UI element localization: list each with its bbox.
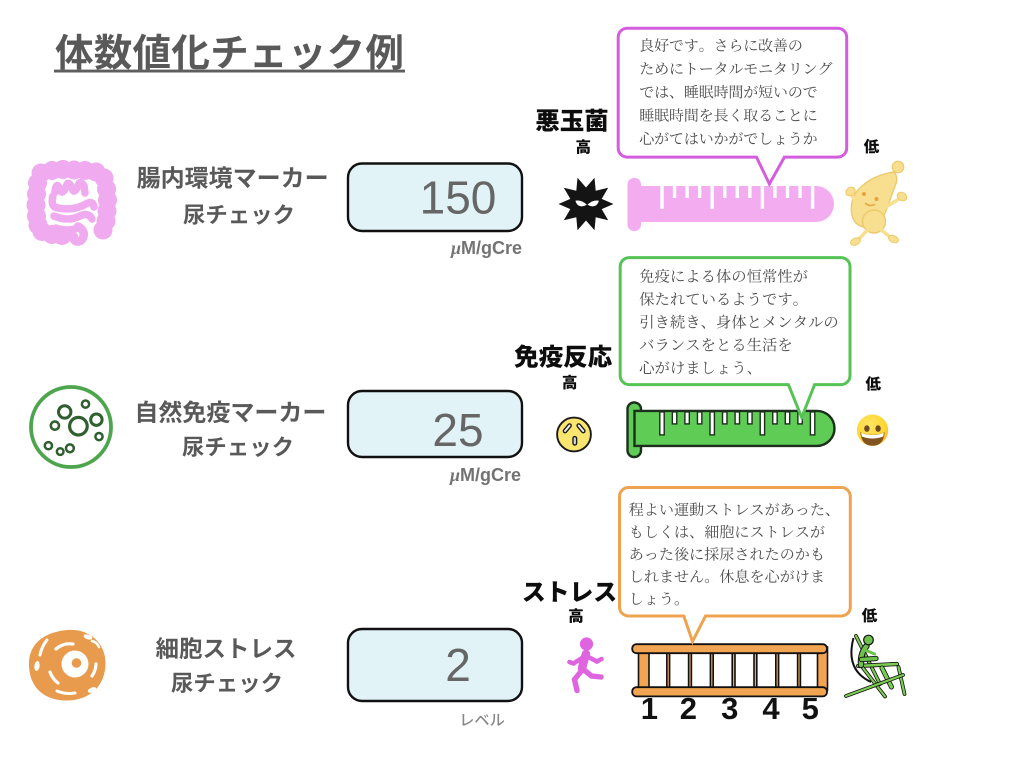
svg-text:5: 5 [802, 691, 819, 726]
svg-text:2: 2 [445, 639, 471, 691]
svg-text:4: 4 [762, 691, 780, 726]
svg-text:3: 3 [721, 691, 738, 726]
svg-text:μM/gCre: μM/gCre [450, 238, 522, 258]
svg-text:150: 150 [420, 172, 497, 224]
svg-text:25: 25 [432, 404, 483, 456]
svg-text:μM/gCre: μM/gCre [449, 465, 521, 485]
svg-text:1: 1 [641, 691, 658, 726]
svg-text:2: 2 [680, 691, 697, 726]
